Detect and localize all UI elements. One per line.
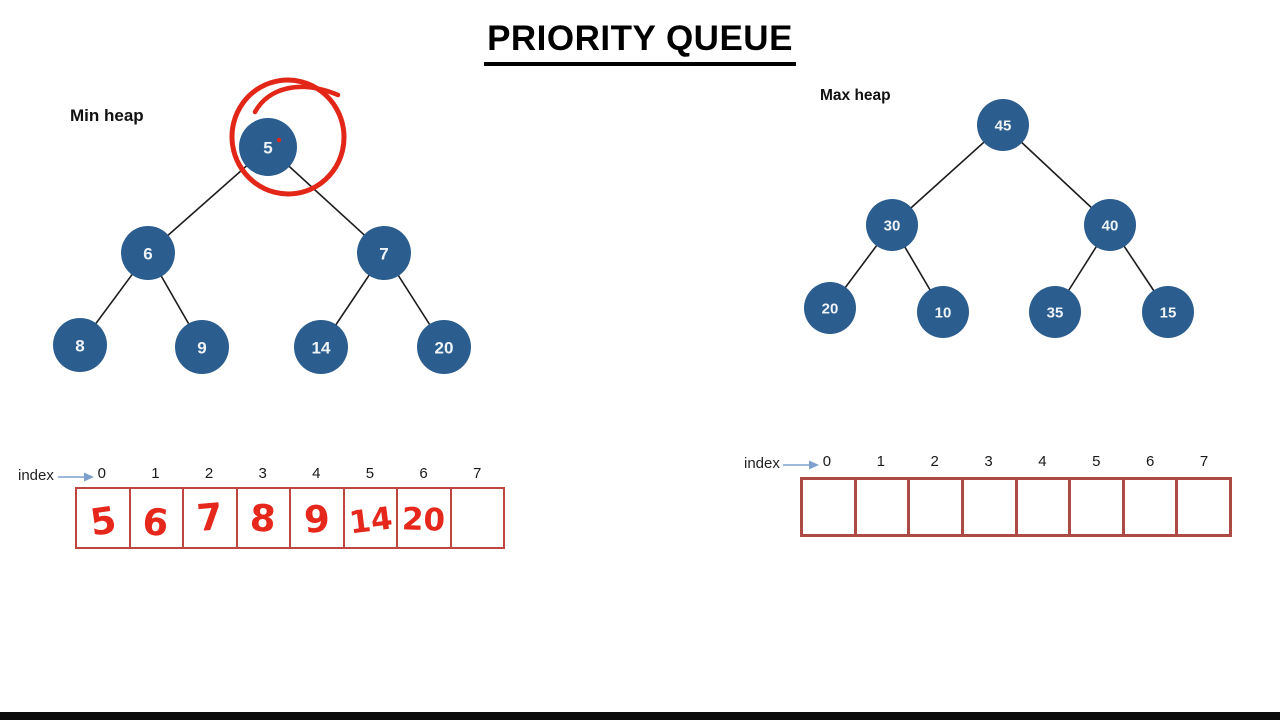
handwritten-value: 8 xyxy=(248,495,278,541)
array-cell: 6 xyxy=(131,489,184,547)
array-cell: 8 xyxy=(238,489,291,547)
min-heap-tree: 5 6 7 8 9 14 20 xyxy=(53,118,471,374)
min-heap-label: Min heap xyxy=(70,106,144,125)
array-cell: 14 xyxy=(345,489,398,547)
index-number: 1 xyxy=(151,465,160,482)
tree-node xyxy=(977,99,1029,151)
index-number: 2 xyxy=(204,465,214,482)
array-cell: 5 xyxy=(77,489,131,547)
tree-node-value: 14 xyxy=(312,339,331,358)
tree-node-value: 6 xyxy=(143,245,152,264)
tree-node xyxy=(175,320,229,374)
tree-node xyxy=(121,226,175,280)
index-number: 1 xyxy=(876,453,885,470)
index-number: 3 xyxy=(984,453,993,470)
tree-node-value: 5 xyxy=(263,139,272,158)
tree-node xyxy=(53,318,107,372)
array-cell xyxy=(910,480,964,534)
tree-node xyxy=(917,286,969,338)
array-cell xyxy=(452,489,504,547)
red-pen-overshoot-stroke xyxy=(252,84,341,115)
index-number: 6 xyxy=(419,465,428,482)
array-cell xyxy=(1071,480,1125,534)
tree-node xyxy=(1084,199,1136,251)
red-pen-dot xyxy=(276,137,282,143)
index-label-min: index xyxy=(18,467,54,484)
index-arrow-icon xyxy=(58,472,94,482)
array-cell xyxy=(857,480,911,534)
tree-node xyxy=(357,226,411,280)
index-number: 7 xyxy=(1199,453,1209,470)
bottom-letterbox-bar xyxy=(0,712,1280,720)
index-number: 5 xyxy=(1092,453,1101,470)
index-arrow-icon xyxy=(783,460,819,470)
tree-node-value: 8 xyxy=(75,337,84,356)
handwritten-value: 20 xyxy=(401,500,446,539)
array-cell xyxy=(964,480,1018,534)
red-pen-ellipse xyxy=(229,77,347,197)
handwritten-value: 5 xyxy=(87,497,119,545)
tree-node-value: 7 xyxy=(379,245,388,264)
tree-node-value: 9 xyxy=(197,339,206,358)
index-number: 0 xyxy=(822,453,832,470)
max-heap-tree: 45 30 40 20 10 35 15 xyxy=(804,99,1194,338)
index-number: 4 xyxy=(312,465,321,482)
tree-node xyxy=(866,199,918,251)
index-number: 6 xyxy=(1146,453,1155,470)
tree-edge xyxy=(1109,224,1169,313)
handwritten-value: 14 xyxy=(346,499,395,541)
array-cell: 9 xyxy=(291,489,345,547)
index-numbers-max: 0 1 2 3 4 5 6 7 xyxy=(800,453,1231,470)
tree-node-value: 20 xyxy=(435,339,454,358)
tree-node-value: 20 xyxy=(822,301,839,318)
tree-edge xyxy=(891,124,1004,226)
tree-node-value: 35 xyxy=(1047,305,1064,322)
tree-node-value: 45 xyxy=(995,118,1012,135)
tree-node xyxy=(417,320,471,374)
tree-node-value: 15 xyxy=(1160,305,1177,322)
index-number: 5 xyxy=(365,465,375,482)
tree-node-value: 40 xyxy=(1102,218,1119,235)
array-cell xyxy=(803,480,857,534)
tree-node xyxy=(1142,286,1194,338)
index-number: 7 xyxy=(473,465,482,482)
tree-node-value: 10 xyxy=(935,305,952,322)
tree-node xyxy=(804,282,856,334)
tree-edge xyxy=(891,224,944,313)
tree-edge xyxy=(1002,124,1111,226)
tree-edge xyxy=(267,146,385,254)
tree-edge xyxy=(829,224,893,309)
tree-node xyxy=(239,118,297,176)
array-cell xyxy=(1178,480,1229,534)
tree-edge xyxy=(147,252,203,348)
array-cell xyxy=(1125,480,1179,534)
page-title-text: PRIORITY QUEUE xyxy=(484,19,796,66)
index-number: 3 xyxy=(258,465,267,482)
index-number: 4 xyxy=(1038,453,1047,470)
tree-edge xyxy=(147,146,269,254)
tree-node xyxy=(294,320,348,374)
index-number: 2 xyxy=(930,453,939,470)
tree-node-value: 30 xyxy=(884,218,901,235)
max-heap-label: Max heap xyxy=(820,87,891,104)
max-heap-array xyxy=(800,477,1232,537)
array-cell xyxy=(1018,480,1072,534)
tree-node xyxy=(1029,286,1081,338)
index-label-max: index xyxy=(744,455,780,472)
handwritten-value: 9 xyxy=(302,496,331,542)
page-title: PRIORITY QUEUE xyxy=(0,19,1280,66)
array-cell: 7 xyxy=(184,489,238,547)
handwritten-value: 7 xyxy=(194,494,225,540)
array-cell: 20 xyxy=(398,489,452,547)
index-numbers-min: 0 1 2 3 4 5 6 7 xyxy=(75,465,504,482)
tree-edge xyxy=(383,252,445,348)
index-number: 0 xyxy=(97,465,106,482)
tree-edge xyxy=(79,252,149,346)
tree-edge xyxy=(320,252,385,348)
red-circle-annotation xyxy=(229,77,347,197)
handwritten-value: 6 xyxy=(140,499,171,545)
tree-edge xyxy=(1054,224,1111,313)
